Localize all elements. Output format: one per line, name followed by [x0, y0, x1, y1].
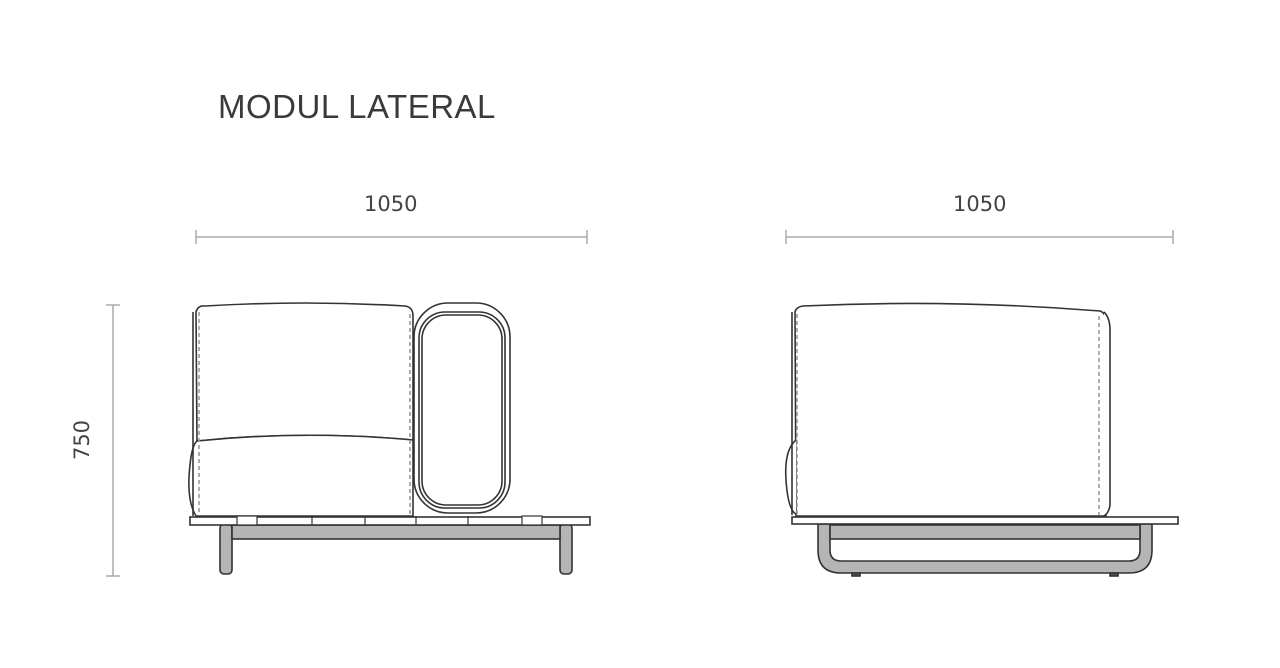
page-title: MODUL LATERAL [218, 88, 496, 125]
front-frame-bar [231, 524, 561, 540]
front-view [188, 302, 591, 575]
front-platform [189, 516, 591, 526]
front-leg-left [219, 523, 233, 575]
front-width-dimension [195, 230, 588, 244]
back-cushion [195, 302, 414, 442]
side-width-dimension [785, 230, 1174, 244]
front-leg-right [559, 523, 573, 575]
side-view [784, 302, 1179, 577]
side-cushion [794, 302, 1107, 517]
seat-cushion [188, 434, 414, 517]
side-width-label: 1050 [953, 192, 1007, 216]
side-platform [791, 516, 1179, 525]
front-width-label: 1050 [364, 192, 418, 216]
side-frame-bar [829, 524, 1141, 540]
height-dimension [106, 304, 120, 577]
